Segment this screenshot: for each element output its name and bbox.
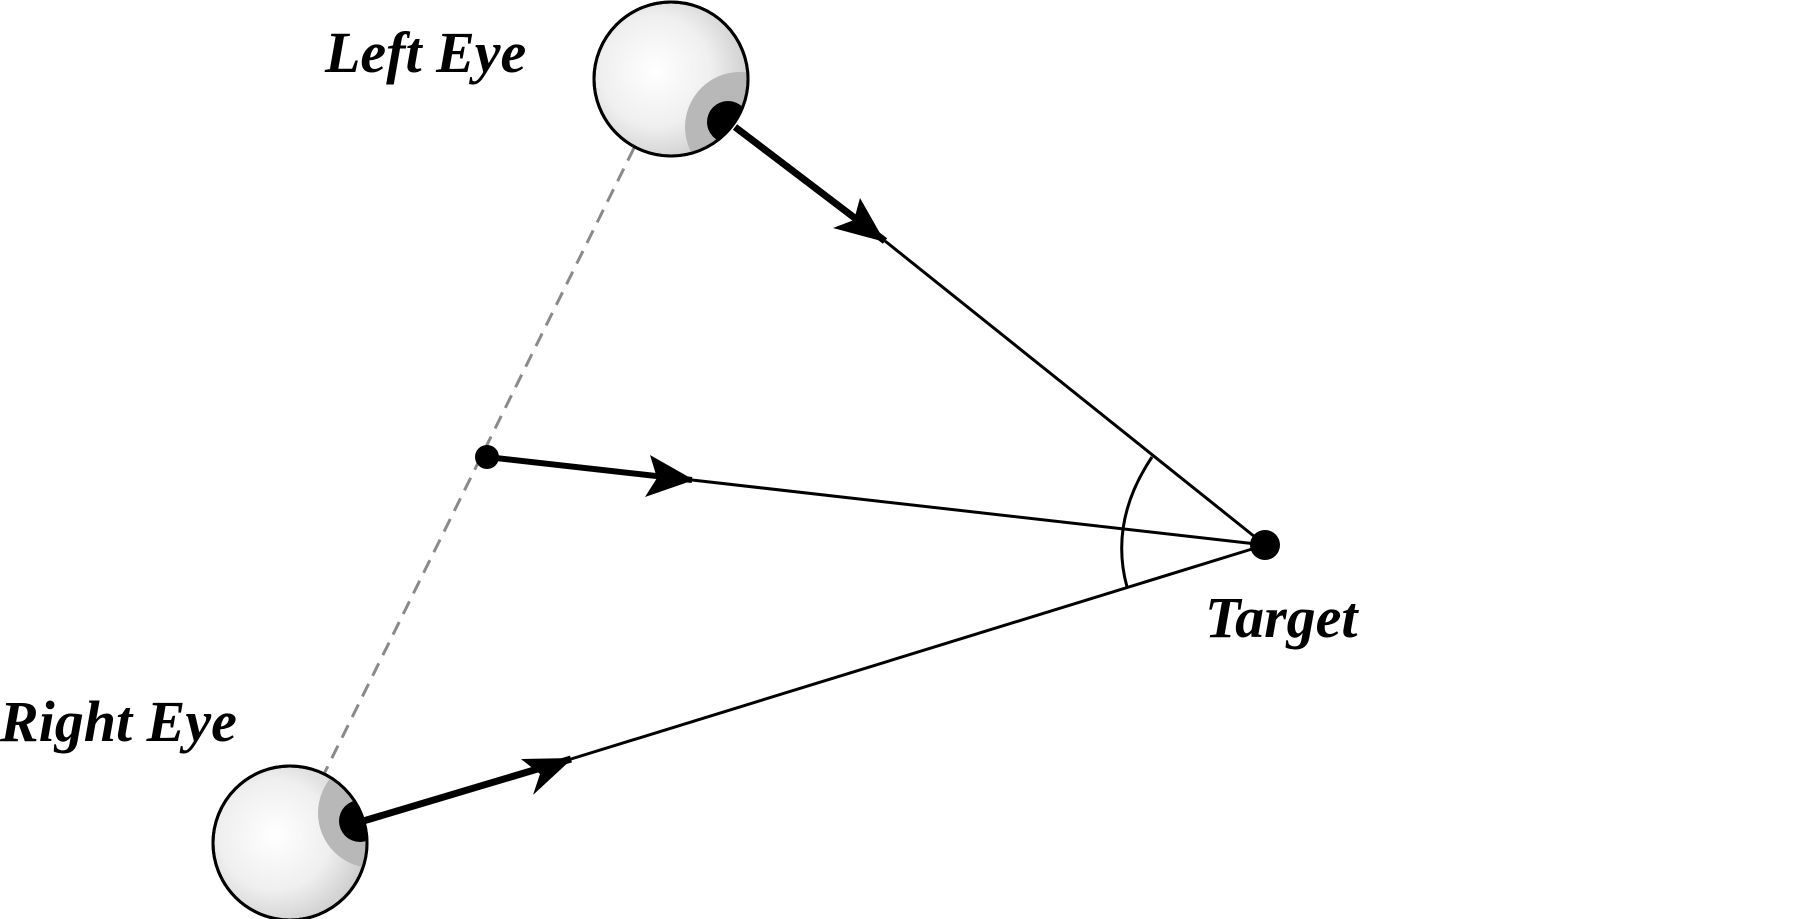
target-point	[1250, 530, 1280, 560]
right-eye-label: Right Eye	[0, 689, 237, 754]
left-eye-gaze-line	[732, 124, 1266, 547]
left-eye-label: Left Eye	[324, 20, 526, 85]
right-eye	[211, 764, 369, 919]
right-eye-iris	[318, 766, 367, 868]
vergence-angle-arc	[1120, 456, 1154, 588]
target-label: Target	[1205, 585, 1359, 650]
right-gaze-arrowhead	[521, 758, 573, 795]
cyclopean-gaze-arrowhead	[645, 455, 694, 497]
right-eye-gaze-line	[358, 543, 1266, 826]
left-gaze-arrowhead	[833, 198, 885, 242]
cyclopean-gaze-line	[475, 445, 1266, 547]
left-eye	[592, 0, 750, 158]
